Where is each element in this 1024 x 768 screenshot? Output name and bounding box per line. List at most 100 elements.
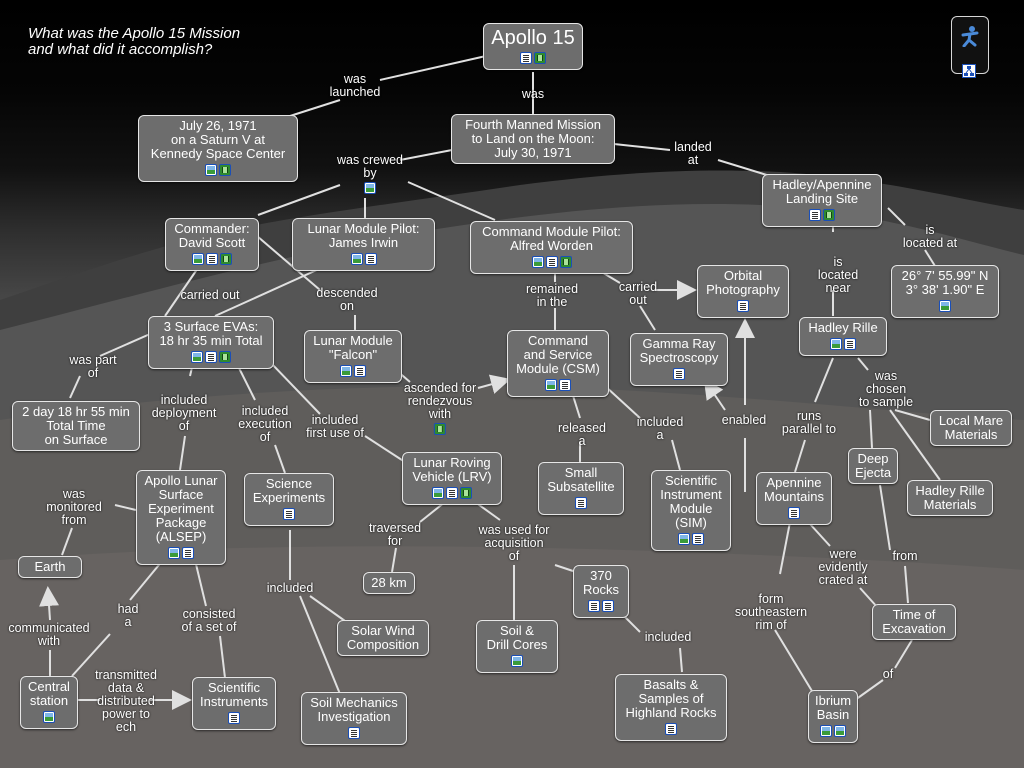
concept-csm[interactable]: Command and Service Module (CSM) bbox=[507, 330, 609, 397]
link-carried-out-photography[interactable]: carried out bbox=[618, 280, 658, 307]
document-resource-icon[interactable] bbox=[737, 300, 749, 312]
document-resource-icon[interactable] bbox=[602, 600, 614, 612]
concept-ibrium-basin[interactable]: Ibrium Basin bbox=[808, 690, 858, 743]
concept-coordinates[interactable]: 26° 7' 55.99" N 3° 38' 1.90" E bbox=[891, 265, 999, 318]
video-resource-icon[interactable] bbox=[434, 423, 446, 435]
link-landed-at[interactable]: landed at bbox=[674, 140, 712, 167]
concept-sim[interactable]: Scientific Instrument Module (SIM) bbox=[651, 470, 731, 551]
video-resource-icon[interactable] bbox=[219, 164, 231, 176]
concept-science-experiments[interactable]: Science Experiments bbox=[244, 473, 334, 526]
link-included-deployment-of[interactable]: included deployment of bbox=[151, 393, 217, 433]
image-resource-icon[interactable] bbox=[364, 182, 376, 194]
link-carried-out[interactable]: carried out bbox=[180, 288, 240, 302]
concept-subsatellite[interactable]: Small Subsatellite bbox=[538, 462, 624, 515]
link-consisted-of[interactable]: consisted of a set of bbox=[181, 607, 237, 634]
link-transmitted-data[interactable]: transmitted data & distributed power to … bbox=[95, 668, 157, 734]
concept-hadley-rille-materials[interactable]: Hadley Rille Materials bbox=[907, 480, 993, 516]
image-resource-icon[interactable] bbox=[939, 300, 951, 312]
link-had-a[interactable]: had a bbox=[117, 602, 139, 629]
concept-apollo-15[interactable]: Apollo 15 bbox=[483, 23, 583, 70]
video-resource-icon[interactable] bbox=[219, 351, 231, 363]
concept-map-icon[interactable] bbox=[962, 64, 976, 78]
image-resource-icon[interactable] bbox=[531, 256, 544, 268]
document-resource-icon[interactable] bbox=[348, 727, 360, 739]
document-resource-icon[interactable] bbox=[809, 209, 821, 221]
image-resource-icon[interactable] bbox=[350, 253, 363, 265]
concept-apennine-mountains[interactable]: Apennine Mountains bbox=[756, 472, 832, 525]
concept-time-of-excavation[interactable]: Time of Excavation bbox=[872, 604, 956, 640]
link-was-chosen-to-sample[interactable]: was chosen to sample bbox=[858, 369, 914, 409]
link-included-first-use-of[interactable]: included first use of bbox=[306, 413, 364, 440]
document-resource-icon[interactable] bbox=[588, 600, 600, 612]
concept-commander[interactable]: Commander: David Scott bbox=[165, 218, 259, 271]
concept-370-rocks[interactable]: 370 Rocks bbox=[573, 565, 629, 618]
link-was-part-of[interactable]: was part of bbox=[69, 353, 117, 380]
document-resource-icon[interactable] bbox=[205, 351, 217, 363]
concept-basalts[interactable]: Basalts & Samples of Highland Rocks bbox=[615, 674, 727, 741]
document-resource-icon[interactable] bbox=[206, 253, 218, 265]
document-resource-icon[interactable] bbox=[692, 533, 704, 545]
concept-orbital-photography[interactable]: Orbital Photography bbox=[697, 265, 789, 318]
concept-soil-drill-cores[interactable]: Soil & Drill Cores bbox=[476, 620, 558, 673]
document-resource-icon[interactable] bbox=[788, 507, 800, 519]
concept-scientific-instruments[interactable]: Scientific Instruments bbox=[192, 677, 276, 730]
link-form-southeastern-rim[interactable]: form southeastern rim of bbox=[734, 592, 808, 632]
document-resource-icon[interactable] bbox=[228, 712, 240, 724]
link-included-experiments[interactable]: included bbox=[266, 581, 314, 595]
link-runs-parallel-to[interactable]: runs parallel to bbox=[781, 409, 837, 436]
link-included-execution-of[interactable]: included execution of bbox=[238, 404, 292, 444]
document-resource-icon[interactable] bbox=[545, 256, 558, 268]
concept-lunar-module-falcon[interactable]: Lunar Module "Falcon" bbox=[304, 330, 402, 383]
video-resource-icon[interactable] bbox=[460, 487, 472, 499]
link-released-a[interactable]: released a bbox=[558, 421, 606, 448]
document-resource-icon[interactable] bbox=[844, 338, 856, 350]
concept-surface-evas[interactable]: 3 Surface EVAs: 18 hr 35 min Total bbox=[148, 316, 274, 369]
image-resource-icon[interactable] bbox=[340, 365, 352, 377]
image-resource-icon[interactable] bbox=[432, 487, 444, 499]
document-resource-icon[interactable] bbox=[182, 547, 194, 559]
link-descended-on[interactable]: descended on bbox=[316, 286, 378, 313]
image-resource-icon[interactable] bbox=[168, 547, 180, 559]
concept-28-km[interactable]: 28 km bbox=[363, 572, 415, 594]
link-used-for-acquisition[interactable]: was used for acquisition of bbox=[478, 523, 550, 563]
concept-lrv[interactable]: Lunar Roving Vehicle (LRV) bbox=[402, 452, 502, 505]
document-resource-icon[interactable] bbox=[559, 379, 571, 391]
video-resource-icon[interactable] bbox=[534, 52, 546, 64]
link-included-rocks[interactable]: included bbox=[644, 630, 692, 644]
link-enabled[interactable]: enabled bbox=[721, 413, 767, 427]
concept-gamma-ray[interactable]: Gamma Ray Spectroscopy bbox=[630, 333, 728, 386]
link-communicated-with[interactable]: communicated with bbox=[8, 621, 90, 648]
image-resource-icon[interactable] bbox=[678, 533, 690, 545]
link-traversed-for[interactable]: traversed for bbox=[368, 521, 422, 548]
concept-launch-date[interactable]: July 26, 1971 on a Saturn V at Kennedy S… bbox=[138, 115, 298, 182]
concept-solar-wind[interactable]: Solar Wind Composition bbox=[337, 620, 429, 656]
image-resource-icon[interactable] bbox=[834, 725, 846, 737]
document-resource-icon[interactable] bbox=[575, 497, 587, 509]
concept-hadley-rille[interactable]: Hadley Rille bbox=[799, 317, 887, 356]
link-was-monitored-from[interactable]: was monitored from bbox=[46, 487, 102, 527]
link-is-located-at[interactable]: is located at bbox=[902, 223, 958, 250]
concept-deep-ejecta[interactable]: Deep Ejecta bbox=[848, 448, 898, 484]
document-resource-icon[interactable] bbox=[364, 253, 377, 265]
concept-fourth-manned-mission[interactable]: Fourth Manned Mission to Land on the Moo… bbox=[451, 114, 615, 164]
concept-total-surface-time[interactable]: 2 day 18 hr 55 min Total Time on Surface bbox=[12, 401, 140, 451]
link-from[interactable]: from bbox=[892, 549, 918, 563]
image-resource-icon[interactable] bbox=[43, 711, 55, 723]
link-of[interactable]: of bbox=[882, 667, 894, 681]
document-resource-icon[interactable] bbox=[673, 368, 685, 380]
link-was[interactable]: was bbox=[521, 87, 545, 101]
image-resource-icon[interactable] bbox=[205, 164, 217, 176]
link-included-a[interactable]: included a bbox=[636, 415, 684, 442]
concept-local-mare-materials[interactable]: Local Mare Materials bbox=[930, 410, 1012, 446]
video-resource-icon[interactable] bbox=[220, 253, 232, 265]
concept-cm-pilot[interactable]: Command Module Pilot: Alfred Worden bbox=[470, 221, 633, 274]
link-is-located-near[interactable]: is located near bbox=[817, 255, 859, 295]
document-resource-icon[interactable] bbox=[354, 365, 366, 377]
image-resource-icon[interactable] bbox=[511, 655, 523, 667]
image-resource-icon[interactable] bbox=[820, 725, 832, 737]
link-remained-in-the[interactable]: remained in the bbox=[525, 282, 579, 309]
concept-alsep[interactable]: Apollo Lunar Surface Experiment Package … bbox=[136, 470, 226, 565]
video-resource-icon[interactable] bbox=[823, 209, 835, 221]
image-resource-icon[interactable] bbox=[545, 379, 557, 391]
concept-central-station[interactable]: Central station bbox=[20, 676, 78, 729]
